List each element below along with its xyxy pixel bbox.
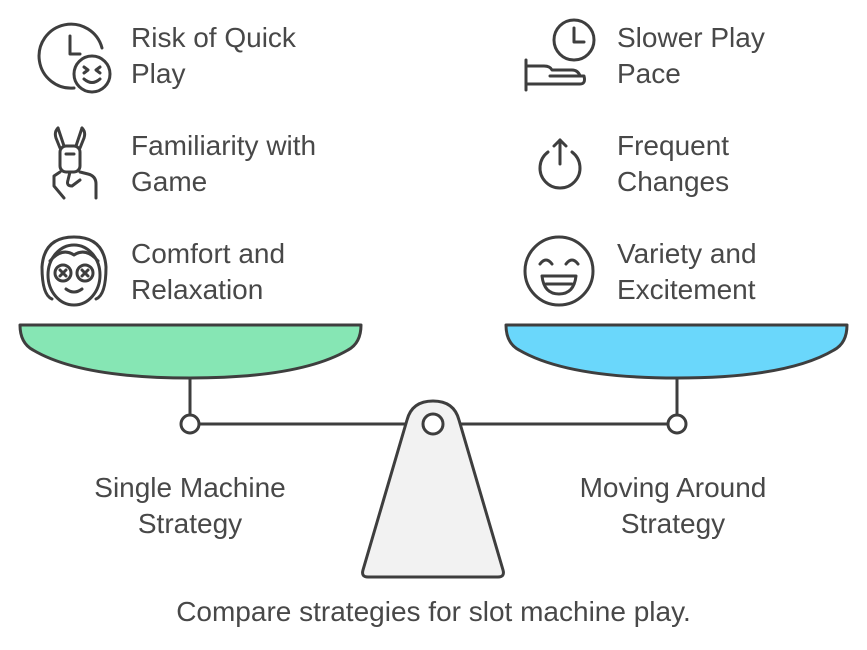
left-pan — [18, 323, 363, 380]
right-pan — [504, 323, 849, 380]
peace-hand-icon — [44, 124, 104, 204]
laughing-face-icon — [522, 234, 596, 308]
power-icon — [534, 136, 586, 192]
scale-stand — [361, 399, 505, 579]
pivot-joint — [421, 412, 445, 436]
clock-dizzy-face-icon — [36, 18, 112, 94]
diagram-caption: Compare strategies for slot machine play… — [176, 596, 691, 627]
right-joint — [666, 413, 688, 435]
relaxed-face-mask-icon — [38, 233, 110, 309]
left-joint — [179, 413, 201, 435]
clock-hand-icon — [520, 18, 600, 94]
